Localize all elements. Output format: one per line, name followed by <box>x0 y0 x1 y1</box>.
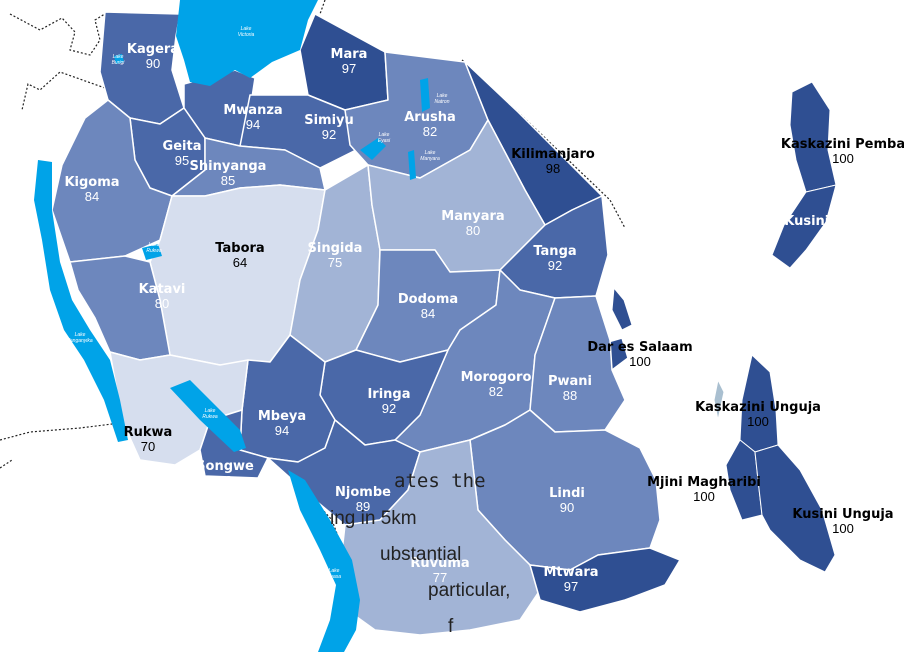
region-label-kaskazini-pemba: Kaskazini Pemba <box>781 137 904 152</box>
region-value-morogoro: 82 <box>489 384 503 399</box>
region-value-dodoma: 84 <box>421 306 435 321</box>
region-label-rukwa: Rukwa <box>124 425 173 440</box>
region-value-kusini-unguja: 100 <box>832 521 854 536</box>
region-value-iringa: 92 <box>382 401 396 416</box>
region-value-mtwara: 97 <box>564 579 578 594</box>
region-value-kaskazini-pemba: 100 <box>832 151 854 166</box>
region-kusini-unguja[interactable] <box>754 444 836 573</box>
region-value-tanga: 92 <box>548 258 562 273</box>
region-label-kagera: Kagera <box>127 42 179 57</box>
lake-natron <box>420 78 430 112</box>
lake-eyasi <box>360 138 386 160</box>
body-text-line-3: ubstantial <box>380 544 462 565</box>
region-label-kigoma: Kigoma <box>64 175 119 190</box>
region-label-arusha: Arusha <box>404 110 456 125</box>
lake-rukwa-west <box>142 244 162 260</box>
region-label-simiyu: Simiyu <box>304 113 354 128</box>
region-value-ruvuma: 77 <box>433 570 447 585</box>
region-label-tabora: Tabora <box>215 241 264 256</box>
region-value-rukwa: 70 <box>141 439 155 454</box>
region-value-mwanza: 94 <box>246 117 260 132</box>
region-label-manyara: Manyara <box>441 209 504 224</box>
region-label-iringa: Iringa <box>367 387 410 402</box>
region-value-geita: 95 <box>175 153 189 168</box>
lake-rukwa-east <box>170 380 246 452</box>
region-label-pwani: Pwani <box>548 374 592 389</box>
region-value-singida: 75 <box>328 255 342 270</box>
region-label-dar-es-salaam: Dar es Salaam <box>587 340 692 355</box>
region-label-singida: Singida <box>308 241 363 256</box>
region-value-tabora: 64 <box>233 255 247 270</box>
region-label-katavi: Katavi <box>139 282 186 297</box>
region-label-mjini-magharibi: Mjini Magharibi <box>647 475 761 490</box>
lake-tanganyika <box>34 160 128 442</box>
region-value-arusha: 82 <box>423 124 437 139</box>
region-value-dar-es-salaam: 100 <box>629 354 651 369</box>
region-label-mbeya: Mbeya <box>258 409 306 424</box>
region-value-shinyanga: 85 <box>221 173 235 188</box>
region-value-manyara: 80 <box>466 223 480 238</box>
region-pwani[interactable] <box>529 295 626 433</box>
region-value-kilimanjaro: 98 <box>546 161 560 176</box>
region-label-tanga: Tanga <box>533 244 576 259</box>
region-value-kaskazini-unguja: 100 <box>747 414 769 429</box>
region-label-mtwara: Mtwara <box>543 565 598 580</box>
region-label-shinyanga: Shinyanga <box>190 159 267 174</box>
island-mafia <box>611 286 633 331</box>
lake-nyasa <box>288 470 360 652</box>
region-value-pwani: 88 <box>563 388 577 403</box>
region-label-ruvuma: Ruvuma <box>410 556 469 571</box>
lakes-layer <box>34 0 430 652</box>
region-label-morogoro: Morogoro <box>461 370 532 385</box>
region-label-kaskazini-unguja: Kaskazini Unguja <box>695 400 821 415</box>
region-value-simiyu: 92 <box>322 127 336 142</box>
region-value-mara: 97 <box>342 61 356 76</box>
region-label-lindi: Lindi <box>549 486 585 501</box>
lake-manyara <box>408 150 416 180</box>
region-label-dodoma: Dodoma <box>398 292 458 307</box>
region-value-katavi: 80 <box>155 296 169 311</box>
region-label-kilimanjaro: Kilimanjaro <box>511 147 595 162</box>
region-value-songwe: 93 <box>218 473 232 488</box>
region-label-songwe: Songwe <box>196 459 254 474</box>
region-label-mara: Mara <box>331 47 368 62</box>
region-njombe[interactable] <box>267 419 421 526</box>
lake-victoria <box>176 0 318 86</box>
region-value-mbeya: 94 <box>275 423 289 438</box>
region-value-njombe: 89 <box>356 499 370 514</box>
region-label-mwanza: Mwanza <box>223 103 282 118</box>
lake-burigi <box>114 54 124 64</box>
region-label-njombe: Njombe <box>335 485 391 500</box>
region-value-kagera: 90 <box>146 56 160 71</box>
region-value-lindi: 90 <box>560 500 574 515</box>
region-value-kigoma: 84 <box>85 189 99 204</box>
body-text-line-4: particular, <box>428 580 511 601</box>
region-value-mjini-magharibi: 100 <box>693 489 715 504</box>
regions-layer <box>51 11 681 636</box>
region-label-kusini-pemba: Kusini Pemba <box>784 214 884 229</box>
region-kusini-pemba[interactable] <box>771 184 837 269</box>
island-latham <box>713 378 725 421</box>
body-text-line-5: f <box>448 616 454 637</box>
body-text-line-2: ing in 5km <box>330 508 417 529</box>
region-label-geita: Geita <box>163 139 202 154</box>
islands-layer <box>611 81 837 573</box>
body-text-line-1: ates the <box>394 470 486 492</box>
region-mtwara[interactable] <box>529 547 681 613</box>
region-label-kusini-unguja: Kusini Unguja <box>792 507 893 522</box>
